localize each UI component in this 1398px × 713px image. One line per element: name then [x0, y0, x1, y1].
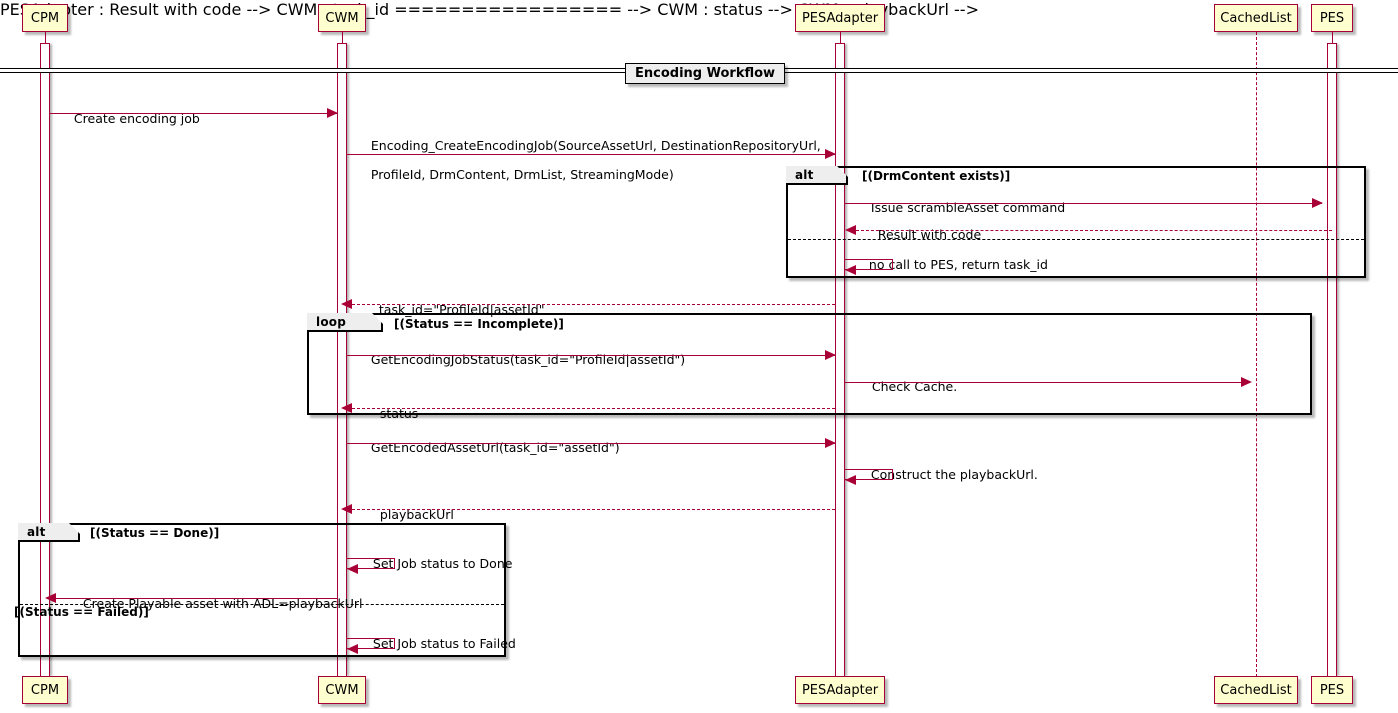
- arrow-head-issue-scramble: [1312, 198, 1323, 208]
- participant-box-cwm-bottom[interactable]: CWM: [318, 676, 366, 704]
- message-line-result-with-code: [856, 230, 1332, 231]
- group-guard-alt-drm: [(DrmContent exists)]: [862, 169, 1011, 183]
- participant-label: CachedList: [1220, 10, 1292, 26]
- message-label-create-playable-asset: Create Playable asset with ADL=playbackU…: [82, 595, 363, 611]
- group-tab-alt-done: alt: [18, 523, 80, 542]
- participant-label: CWM: [325, 682, 359, 698]
- message-label-construct-playback-url: Construct the playbackUrl.: [870, 466, 1038, 482]
- arrow-head-check-cache: [1241, 377, 1252, 387]
- self-call-set-job-status-done: [347, 558, 395, 569]
- arrow-head-result-with-code: [845, 225, 856, 235]
- participant-label: PESAdapter: [801, 10, 879, 26]
- participant-box-cwm-top[interactable]: CWM: [318, 4, 366, 32]
- message-line-status-return: [352, 408, 835, 409]
- arrow-head-no-call-to-pes: [845, 265, 856, 275]
- arrow-head-create-encoding-job: [327, 108, 338, 118]
- self-call-construct-playback-url: [845, 469, 893, 480]
- group-tab-loop-status: loop: [307, 313, 383, 332]
- group-operator-label: alt: [27, 524, 46, 539]
- arrow-head-playback-url-return: [341, 504, 352, 514]
- message-line-get-encoded-asset-url: [347, 443, 835, 444]
- message-line-playback-url-return: [352, 509, 835, 510]
- message-label-encoding-create-job: Encoding_CreateEncodingJob(SourceAssetUr…: [370, 137, 821, 183]
- arrow-head-get-encoding-job-status: [825, 350, 836, 360]
- message-line-encoding-create-job: [347, 154, 835, 155]
- arrow-head-encoding-create-job: [825, 149, 836, 159]
- group-tab-alt-drm: alt: [786, 166, 848, 185]
- participant-label: PESAdapter: [801, 682, 879, 698]
- participant-box-cpm-bottom[interactable]: CPM: [22, 676, 68, 704]
- message-label-status-return: status: [379, 405, 419, 421]
- message-line-create-playable-asset: [56, 598, 337, 599]
- participant-label: PES: [1319, 682, 1345, 698]
- participant-label: CPM: [30, 10, 60, 26]
- group-else-divider-alt-done: [20, 604, 504, 605]
- group-operator-label: alt: [795, 167, 814, 182]
- group-else-divider-alt-drm: [788, 239, 1364, 240]
- arrow-head-set-job-status-failed: [347, 644, 358, 654]
- arrow-head-get-encoded-asset-url: [825, 438, 836, 448]
- message-label-set-job-status-failed: Set Job status to Failed: [372, 635, 516, 651]
- activation-bar-pes: [1327, 43, 1337, 677]
- participant-label: CachedList: [1220, 682, 1292, 698]
- participant-label: CPM: [30, 682, 60, 698]
- message-label-get-encoded-asset-url: GetEncodedAssetUrl(task_id="assetId"): [370, 439, 620, 455]
- message-label-task-id-return: task_id="ProfileId|assetId": [378, 301, 545, 317]
- participant-box-cpm-top[interactable]: CPM: [22, 4, 68, 32]
- divider-label-encoding-workflow: Encoding Workflow: [625, 63, 786, 84]
- message-label-create-encoding-job: Create encoding job: [73, 110, 200, 126]
- arrow-head-construct-playback-url: [845, 475, 856, 485]
- participant-box-cachedlist-bottom[interactable]: CachedList: [1214, 676, 1298, 704]
- arrow-head-set-job-status-done: [347, 564, 358, 574]
- message-label-set-job-status-done: Set Job status to Done: [372, 555, 513, 571]
- group-frame-loop-status: [307, 313, 1312, 415]
- group-frame-alt-drm: [786, 166, 1366, 278]
- participant-box-pesadapter-top[interactable]: PESAdapter: [795, 4, 885, 32]
- arrow-head-status-return: [341, 403, 352, 413]
- group-operator-label: loop: [316, 314, 346, 329]
- participant-label: CWM: [325, 10, 359, 26]
- participant-box-pes-top[interactable]: PES: [1311, 4, 1353, 32]
- message-label-no-call-to-pes: no call to PES, return task_id: [868, 256, 1048, 272]
- group-guard-loop-status: [(Status == Incomplete)]: [394, 317, 564, 331]
- message-line-get-encoding-job-status: [347, 355, 835, 356]
- self-call-no-call-to-pes: [845, 259, 893, 270]
- message-line-check-cache: [845, 382, 1246, 383]
- self-call-set-job-status-failed: [347, 638, 395, 649]
- participant-box-cachedlist-top[interactable]: CachedList: [1214, 4, 1298, 32]
- message-line-create-encoding-job: [50, 113, 337, 114]
- participant-box-pes-bottom[interactable]: PES: [1311, 676, 1353, 704]
- participant-box-pesadapter-bottom[interactable]: PESAdapter: [795, 676, 885, 704]
- group-frame-alt-done: [18, 523, 506, 657]
- arrow-head-task-id-return: [341, 299, 352, 309]
- divider-text: Encoding Workflow: [635, 66, 776, 81]
- lifeline-cachedlist: [1256, 32, 1257, 677]
- message-label-get-encoding-job-status: GetEncodingJobStatus(task_id="ProfileId|…: [370, 351, 686, 367]
- message-line-issue-scramble: [845, 203, 1322, 204]
- group-else-guard-alt-done: [(Status == Failed)]: [14, 605, 149, 619]
- message-label-playback-url-return: playbackUrl: [379, 506, 454, 522]
- message-label-check-cache: Check Cache.: [871, 378, 958, 394]
- message-line-task-id-return: [352, 304, 835, 305]
- group-guard-alt-done: [(Status == Done)]: [90, 526, 220, 540]
- participant-label: PES: [1319, 10, 1345, 26]
- arrow-head-create-playable-asset: [45, 593, 56, 603]
